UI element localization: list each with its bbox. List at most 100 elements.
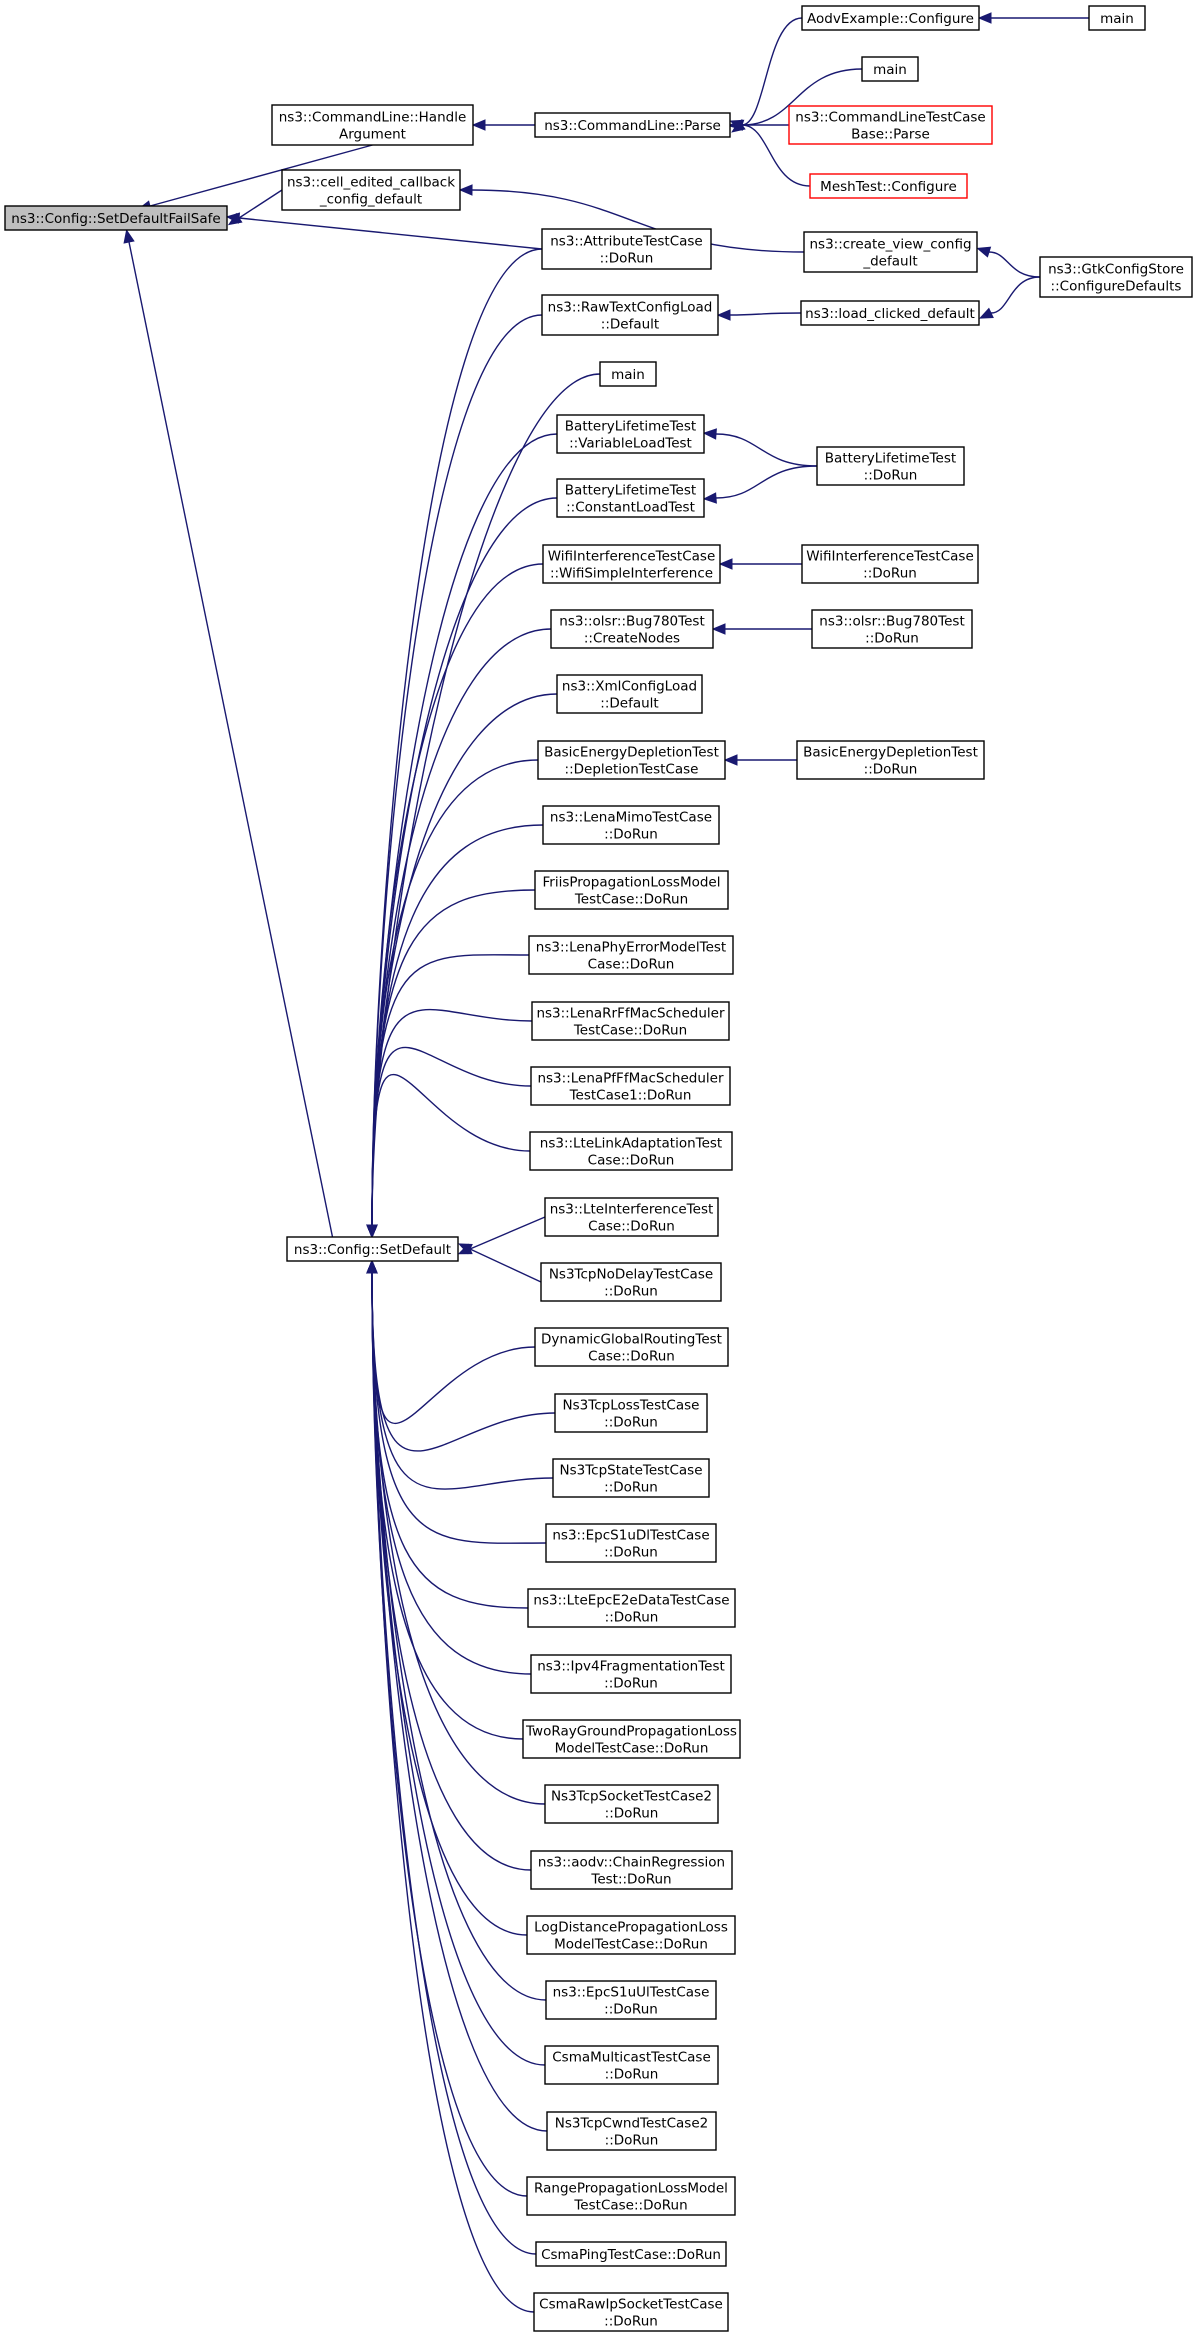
node-epcs1uul[interactable]: ns3::EpcS1uUlTestCase::DoRun — [545, 1980, 717, 2020]
node-wifi_simple[interactable]: WifiInterferenceTestCase::WifiSimpleInte… — [542, 544, 721, 584]
node-label-line: ns3::Config::SetDefault — [294, 1242, 451, 1258]
node-main_setdefault[interactable]: main — [599, 361, 657, 387]
edge-basicenergy_dorun-to-basicenergy_depletion — [723, 754, 798, 766]
node-attributetestcase[interactable]: ns3::AttributeTestCase::DoRun — [541, 228, 712, 270]
edge-battery_variable-to-setdefault — [366, 433, 558, 1239]
node-lteepce2e[interactable]: ns3::LteEpcE2eDataTestCase::DoRun — [527, 1588, 736, 1628]
node-tcpstate[interactable]: Ns3TcpStateTestCase::DoRun — [552, 1458, 710, 1498]
node-wifi_dorun[interactable]: WifiInterferenceTestCase::DoRun — [801, 544, 979, 584]
node-label-line: CsmaMulticastTestCase — [552, 2050, 711, 2066]
node-ipv4frag[interactable]: ns3::Ipv4FragmentationTest::DoRun — [530, 1654, 732, 1694]
edge-main_aodv-to-aodv_configure — [977, 12, 1089, 24]
node-xmlconfigload[interactable]: ns3::XmlConfigLoad::Default — [556, 674, 703, 714]
node-label-line: ::DoRun — [604, 1480, 658, 1496]
node-tcpcwnd2[interactable]: Ns3TcpCwndTestCase2::DoRun — [546, 2111, 717, 2151]
node-box — [550, 609, 714, 649]
node-label-line: ::DoRun — [604, 1415, 658, 1431]
node-label-line: ns3::cell_edited_callback — [287, 175, 455, 191]
node-label-line: ns3::LteLinkAdaptationTest — [540, 1136, 722, 1152]
node-box — [545, 1523, 717, 1563]
node-csmaping[interactable]: CsmaPingTestCase::DoRun — [535, 2241, 727, 2267]
node-box — [801, 544, 979, 584]
node-battery_variable[interactable]: BatteryLifetimeTest::VariableLoadTest — [556, 414, 705, 454]
node-basicenergy_dorun[interactable]: BasicEnergyDepletionTest::DoRun — [796, 740, 985, 780]
edge-arrowhead — [723, 754, 738, 766]
edge-csmaping-to-setdefault — [366, 1259, 537, 2255]
node-label-line: ::DoRun — [600, 251, 654, 267]
node-label-line: ns3::LteEpcE2eDataTestCase — [533, 1593, 729, 1609]
node-cell_edited[interactable]: ns3::cell_edited_callback_config_default — [281, 169, 461, 211]
node-olsr_createnodes[interactable]: ns3::olsr::Bug780Test::CreateNodes — [550, 609, 714, 649]
node-csmamulticast[interactable]: CsmaMulticastTestCase::DoRun — [544, 2045, 719, 2085]
node-basicenergy_depletion[interactable]: BasicEnergyDepletionTest::DepletionTestC… — [537, 740, 726, 780]
edge-arrowhead — [711, 623, 726, 635]
node-lenamimo[interactable]: ns3::LenaMimoTestCase::DoRun — [542, 805, 720, 845]
node-label-line: Case::DoRun — [588, 1153, 675, 1169]
node-aodv_configure[interactable]: AodvExample::Configure — [801, 5, 980, 31]
edge-create_view-to-cell_edited — [458, 184, 805, 253]
node-label-line: TestCase1::DoRun — [569, 1088, 692, 1104]
node-lenapf[interactable]: ns3::LenaPfFfMacSchedulerTestCase1::DoRu… — [530, 1066, 731, 1106]
node-epcs1udl[interactable]: ns3::EpcS1uDlTestCase::DoRun — [545, 1523, 717, 1563]
node-csmarawip[interactable]: CsmaRawIpSocketTestCase::DoRun — [533, 2292, 729, 2332]
node-label-line: ::ConstantLoadTest — [566, 500, 695, 516]
node-label-line: ::DoRun — [605, 1610, 659, 1626]
node-label-line: TwoRayGroundPropagationLoss — [525, 1724, 737, 1740]
node-olsr_dorun[interactable]: ns3::olsr::Bug780Test::DoRun — [811, 609, 973, 649]
edge-csmarawip-to-setdefault — [366, 1259, 535, 2313]
node-tcpsocket2[interactable]: Ns3TcpSocketTestCase2::DoRun — [544, 1784, 719, 1824]
node-box — [803, 231, 978, 273]
node-tworay[interactable]: TwoRayGroundPropagationLossModelTestCase… — [522, 1719, 741, 1759]
node-label-line: DynamicGlobalRoutingTest — [541, 1332, 722, 1348]
node-box — [534, 1327, 729, 1367]
node-gtkconfigstore[interactable]: ns3::GtkConfigStore::ConfigureDefaults — [1039, 256, 1193, 298]
node-rawtextconfigload[interactable]: ns3::RawTextConfigLoad::Default — [541, 294, 719, 336]
node-tcploss[interactable]: Ns3TcpLossTestCase::DoRun — [554, 1393, 708, 1433]
node-box — [528, 935, 734, 975]
node-main_parse[interactable]: main — [861, 56, 919, 82]
node-main_aodv[interactable]: main — [1088, 5, 1146, 31]
node-label-line: ::VariableLoadTest — [569, 436, 692, 452]
node-setdefault[interactable]: ns3::Config::SetDefault — [286, 1236, 459, 1262]
node-label-line: ::WifiSimpleInterference — [550, 566, 713, 582]
node-label-line: BatteryLifetimeTest — [565, 419, 696, 435]
node-label-line: ::DepletionTestCase — [565, 762, 699, 778]
node-box — [541, 228, 712, 270]
edge-load_clicked-to-rawtextconfigload — [716, 309, 802, 321]
node-logdistance[interactable]: LogDistancePropagationLossModelTestCase:… — [526, 1915, 736, 1955]
node-box — [526, 1915, 736, 1955]
node-box — [527, 1588, 736, 1628]
node-box — [861, 56, 919, 82]
node-tcpnodelay[interactable]: Ns3TcpNoDelayTestCase::DoRun — [540, 1262, 722, 1302]
node-label-line: ::DoRun — [604, 827, 658, 843]
node-create_view[interactable]: ns3::create_view_config_default — [803, 231, 978, 273]
node-box — [816, 446, 965, 486]
node-box — [556, 674, 703, 714]
edge-olsr_createnodes-to-setdefault — [366, 628, 552, 1239]
node-battery_dorun[interactable]: BatteryLifetimeTest::DoRun — [816, 446, 965, 486]
node-load_clicked[interactable]: ns3::load_clicked_default — [800, 300, 980, 326]
node-meshtest_configure[interactable]: MeshTest::Configure — [809, 173, 968, 199]
node-parse[interactable]: ns3::CommandLine::Parse — [534, 112, 731, 138]
node-box — [542, 544, 721, 584]
node-box — [530, 1654, 732, 1694]
node-label-line: BatteryLifetimeTest — [565, 483, 696, 499]
node-label-line: main — [1100, 11, 1134, 27]
edge-ipv4frag-to-setdefault — [366, 1259, 532, 1675]
edge-arrowhead — [716, 309, 731, 321]
node-label-line: ns3::olsr::Bug780Test — [819, 614, 964, 630]
node-label-line: main — [873, 62, 907, 78]
node-label-line: ns3::EpcS1uUlTestCase — [553, 1985, 710, 2001]
node-battery_constant[interactable]: BatteryLifetimeTest::ConstantLoadTest — [556, 478, 705, 518]
node-box — [286, 1236, 459, 1262]
